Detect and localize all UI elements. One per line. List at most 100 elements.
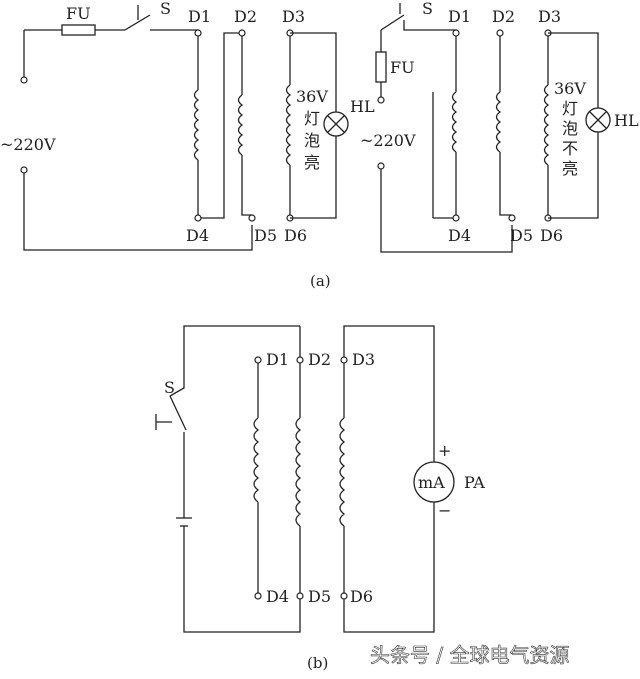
label-d6: D6 (540, 226, 563, 245)
terminal-d6 (340, 592, 348, 600)
terminal-d2 (296, 356, 304, 364)
lamp-char-1: 灯 (562, 99, 578, 118)
watermark: 头条号 / 全球电气资源 (370, 643, 569, 667)
terminal-d4 (254, 592, 262, 600)
label-d6: D6 (284, 226, 307, 245)
jumper-d4-d2 (198, 32, 239, 219)
coil2-lead-bottom (499, 152, 512, 216)
coil-secondary-icon (285, 84, 292, 166)
label-d1: D1 (448, 7, 471, 26)
label-d1: D1 (266, 350, 289, 369)
label-d4: D4 (448, 226, 471, 245)
lamp-wire-bottom (290, 136, 337, 219)
terminal-d4 (194, 214, 202, 222)
supply-label: ~220V (360, 131, 416, 150)
label-d5: D5 (254, 226, 277, 245)
label-d4: D4 (186, 226, 209, 245)
supply-terminal-bottom (377, 162, 385, 170)
meter-minus: − (438, 501, 451, 520)
switch-label: S (164, 378, 175, 397)
fuse-label: FU (390, 58, 415, 77)
lamp-label: HL (614, 111, 639, 130)
fuse-label: FU (66, 4, 91, 23)
label-d4: D4 (266, 587, 289, 606)
label-d1: D1 (188, 7, 211, 26)
label-d2: D2 (234, 7, 257, 26)
lamp-char-4: 亮 (562, 159, 578, 178)
return-wire (23, 173, 253, 251)
switch-blade-icon (380, 14, 405, 31)
label-d3: D3 (282, 7, 305, 26)
lamp-cross-icon (327, 115, 345, 133)
diagram-a-left: ~220V FU S D1 D2 D3 D4 D5 D6 (0, 0, 375, 251)
meter-wire-top (343, 325, 435, 462)
lamp-wire-bottom (548, 132, 599, 219)
terminal-d2 (496, 29, 504, 37)
label-d5: D5 (308, 587, 331, 606)
terminal-d2 (238, 29, 246, 37)
lamp-cross-icon (589, 111, 607, 129)
coil-primary-icon (193, 89, 200, 161)
terminal-d1 (452, 29, 460, 37)
meter-wire-bottom (343, 502, 435, 633)
meter-plus: + (438, 441, 451, 460)
caption-a: (a) (310, 272, 331, 290)
terminal-d1 (194, 29, 202, 37)
terminal-d5 (296, 592, 304, 600)
lamp-char-2: 泡 (562, 119, 578, 138)
terminal-d4 (452, 214, 460, 222)
jumper-wire (432, 130, 453, 219)
lamp-char-2: 泡 (304, 131, 320, 150)
diagram-a-right: S FU ~220V D1 D2 D3 D4 D5 D6 (360, 0, 639, 253)
coil-primary-icon (451, 91, 458, 153)
lamp-icon (585, 107, 611, 133)
terminal-d5 (248, 214, 256, 222)
switch-blade-icon (169, 395, 187, 431)
supply-terminal-bottom (20, 166, 28, 174)
label-d6: D6 (350, 587, 373, 606)
lamp-label: HL (350, 97, 375, 116)
label-d3: D3 (352, 350, 375, 369)
switch-upper (169, 380, 185, 397)
coil2-lead-bottom (241, 155, 252, 216)
label-d2: D2 (308, 350, 331, 369)
meter-label: PA (464, 473, 485, 492)
milliammeter-icon (413, 461, 455, 503)
switch-push-icon (155, 414, 172, 430)
lamp-char-3: 不 (562, 139, 578, 158)
return-wire (380, 169, 513, 253)
coil-primary-2-icon (237, 94, 244, 156)
terminal-d1 (254, 356, 262, 364)
terminal-d3 (340, 356, 348, 364)
caption-b: (b) (307, 654, 328, 672)
supply-terminal-top (20, 76, 28, 84)
diagram-b: S D1 D4 D2 D5 D3 D6 mA P (155, 325, 485, 633)
coil-primary-2-icon (495, 91, 502, 153)
fuse-icon (61, 24, 96, 36)
label-d2: D2 (492, 7, 515, 26)
label-d5: D5 (510, 226, 533, 245)
lamp-wire-top (290, 32, 337, 112)
coil-primary-icon (253, 417, 260, 503)
switch-label: S (422, 0, 433, 18)
coil-secondary-icon (339, 417, 346, 527)
lamp-icon (323, 111, 349, 137)
supply-terminal-top (377, 96, 385, 104)
label-d3: D3 (538, 7, 561, 26)
switch-label: S (160, 0, 171, 18)
lamp-char-3: 亮 (304, 153, 320, 172)
terminal-d5 (508, 214, 516, 222)
coil-primary-2-icon (295, 417, 302, 527)
wire-switch-d1 (150, 29, 199, 32)
lamp-voltage: 36V (554, 79, 586, 98)
lamp-voltage: 36V (296, 87, 328, 106)
supply-label: ~220V (0, 135, 56, 154)
meter-unit: mA (418, 473, 445, 492)
loop-wire-bottom (183, 526, 301, 633)
lamp-wire-top (548, 32, 599, 108)
lamp-char-1: 灯 (304, 109, 320, 128)
switch-blade-icon (124, 14, 151, 31)
fuse-icon (375, 51, 387, 83)
loop-wire-top (183, 325, 300, 380)
